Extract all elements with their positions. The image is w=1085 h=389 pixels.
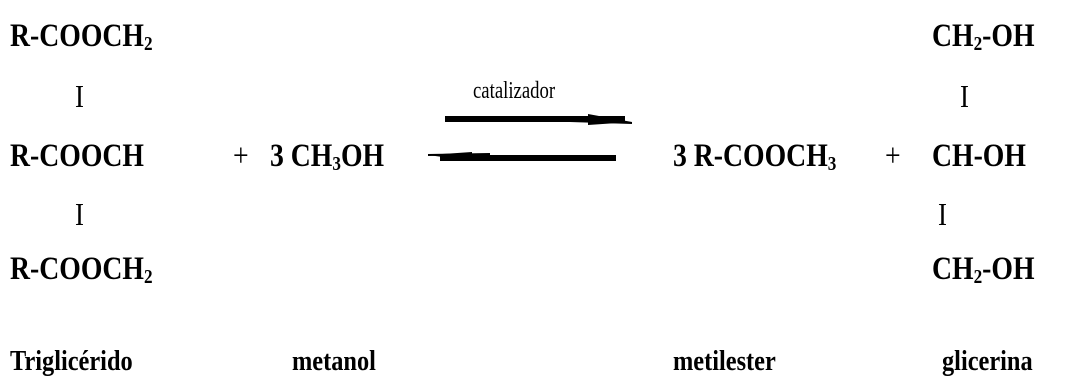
triglyceride-line-2: R-COOCH bbox=[10, 138, 144, 174]
glycerin-line-2: CH-OH bbox=[932, 138, 1026, 174]
reverse-arrow-icon bbox=[427, 152, 616, 161]
methyl-ester-formula: 3 R-COOCH3 bbox=[673, 138, 837, 176]
triglyceride-line-1: R-COOCH2 bbox=[10, 18, 153, 56]
glycerin-line-3: CH2-OH bbox=[932, 251, 1035, 289]
glycerin-bond-2: I bbox=[938, 196, 947, 232]
triglyceride-bond-2: I bbox=[75, 196, 84, 232]
methyl-ester-name: metilester bbox=[673, 345, 776, 377]
catalyst-label: catalizador bbox=[473, 78, 556, 104]
triglyceride-line-3: R-COOCH2 bbox=[10, 251, 153, 289]
triglyceride-name: Triglicérido bbox=[10, 345, 133, 377]
triglyceride-bond-1: I bbox=[75, 78, 84, 114]
glycerin-bond-1: I bbox=[960, 78, 969, 114]
glycerin-line-1: CH2-OH bbox=[932, 18, 1035, 56]
plus-sign-reactants: + bbox=[233, 138, 249, 174]
forward-arrow-icon bbox=[445, 114, 633, 125]
equilibrium-arrows-icon bbox=[427, 114, 633, 161]
methanol-name: metanol bbox=[292, 345, 376, 377]
glycerin-name: glicerina bbox=[942, 345, 1033, 377]
methanol-formula: 3 CH3OH bbox=[270, 138, 385, 176]
plus-sign-products: + bbox=[885, 138, 901, 174]
